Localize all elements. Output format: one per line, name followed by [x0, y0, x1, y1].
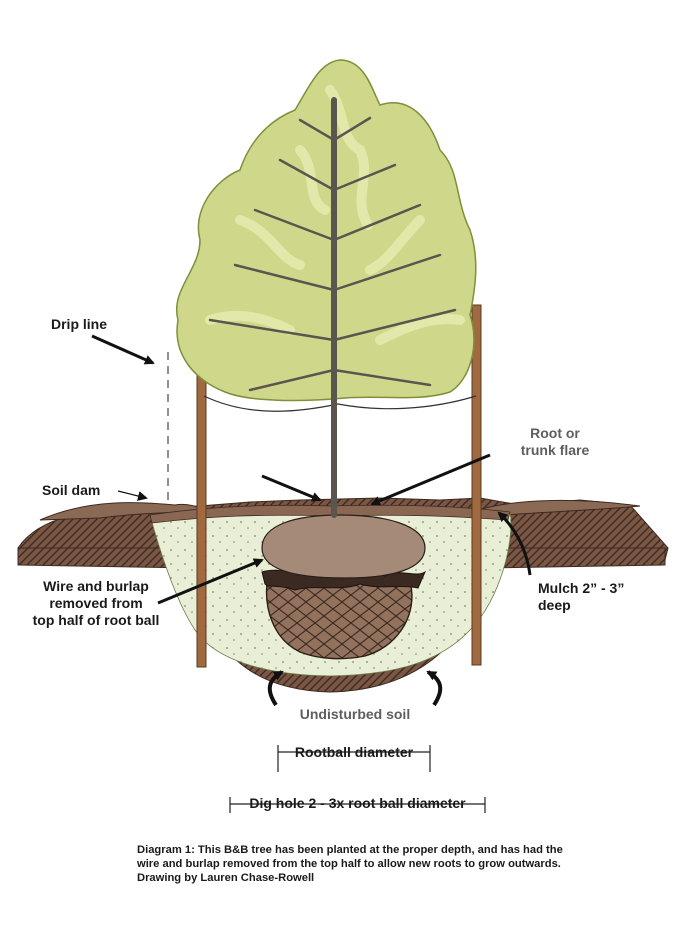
label-root-flare: Root or trunk flare	[500, 425, 610, 459]
label-wire-burlap-line: Wire and burlap	[43, 578, 149, 594]
mulch-arrow	[497, 511, 532, 576]
tree-trunk-and-branches	[208, 97, 457, 518]
tie-wire	[203, 395, 477, 412]
label-undisturbed-soil: Undisturbed soil	[299, 706, 411, 722]
caption-line: wire and burlap removed from the top hal…	[137, 858, 561, 870]
label-wire-burlap-line: top half of root ball	[32, 612, 160, 628]
undisturbed-soil-arrow-right	[426, 670, 443, 707]
figure-caption: Diagram 1: This B&B tree has been plante…	[137, 843, 657, 885]
label-root-flare-line: Root or	[530, 425, 580, 441]
drip-line-arrow	[91, 334, 155, 365]
caption-line: Diagram 1: This B&B tree has been plante…	[137, 844, 563, 856]
caption-line: Drawing by Lauren Chase-Rowell	[137, 872, 315, 884]
label-mulch-line: Mulch 2” - 3”	[538, 580, 625, 596]
label-dig-hole: Dig hole 2 - 3x root ball diameter	[249, 795, 466, 811]
root-flare-arrow-right	[370, 453, 491, 506]
label-wire-burlap-line: removed from	[49, 595, 143, 611]
rootball-diameter-bracket	[277, 745, 431, 772]
label-mulch-line: deep	[538, 597, 571, 613]
tree-canopy	[175, 59, 477, 402]
label-mulch: Mulch 2” - 3” deep	[538, 580, 624, 614]
label-soil-dam: Soil dam	[42, 482, 101, 498]
label-wire-burlap: Wire and burlap removed from top half of…	[18, 578, 174, 629]
undisturbed-soil-arrow-left	[267, 670, 284, 707]
label-root-flare-line: trunk flare	[520, 442, 590, 458]
soil-dam	[39, 502, 207, 521]
root-ball-wire-basket	[265, 574, 413, 660]
soil-dam-right	[476, 499, 641, 517]
root-flare-arrow-left	[261, 474, 322, 502]
dig-hole-bracket	[229, 797, 486, 813]
annotation-arrows	[91, 334, 532, 707]
label-drip-line: Drip line	[51, 316, 108, 332]
stake-right	[471, 304, 482, 666]
root-ball-top	[261, 514, 426, 579]
soil-dam-arrow	[117, 490, 148, 501]
label-rootball-diameter: Rootball diameter	[294, 744, 414, 760]
wire-burlap-arrow	[157, 558, 264, 605]
